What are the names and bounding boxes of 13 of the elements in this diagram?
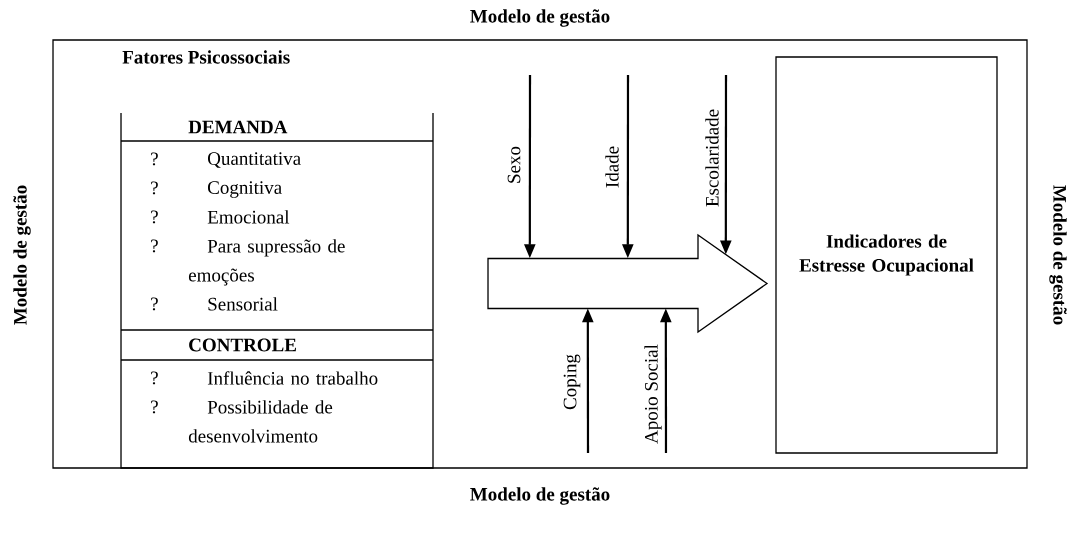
edge-label: Apoio Social	[644, 344, 662, 444]
frame	[52, 39, 1028, 469]
side-label: Modelo de gestão	[1049, 185, 1067, 325]
factor-table: Fatores Psicossociais DEMANDA ? Quantitativa ? Cognitiva ? Emocional ? Para supressão de emoções ? Sensorial CONTROLE ? Influência no trabalho ? Possibilidade de desenvolvimento	[120, 50, 434, 469]
edge-label: Coping	[563, 354, 581, 410]
edge-label: Escolaridade	[705, 109, 719, 207]
block-arrow	[487, 233, 769, 334]
side-label: Modelo de gestão	[13, 185, 31, 325]
side-label: Modelo de gestão	[470, 487, 610, 505]
side-label: Modelo de gestão	[470, 9, 610, 27]
edge-label: Sexo	[507, 146, 521, 183]
indicator-box: Indicadores de Estresse Ocupacional	[775, 56, 998, 454]
edge-label: Idade	[605, 146, 619, 188]
